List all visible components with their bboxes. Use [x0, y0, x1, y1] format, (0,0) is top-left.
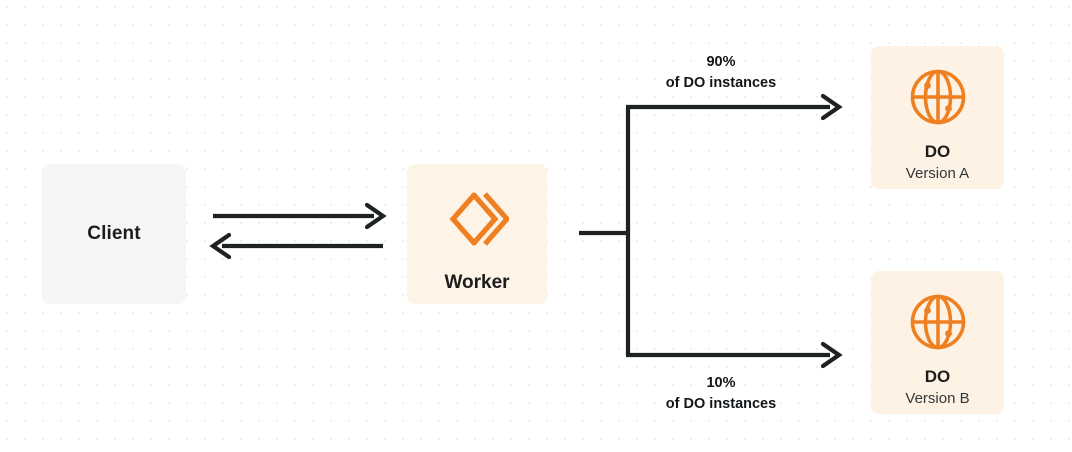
edge-label-do-b-percent: 10%: [706, 375, 736, 391]
globe-icon: [909, 68, 967, 126]
node-client-label: Client: [87, 223, 141, 244]
cloudflare-workers-icon: [445, 190, 511, 248]
node-worker-label: Worker: [444, 272, 510, 293]
node-client[interactable]: Client: [42, 164, 186, 304]
edge-label-do-a: 90% of DO instances: [625, 52, 817, 93]
node-do-version-a-label: DO: [924, 142, 951, 161]
edge-label-do-a-text: of DO instances: [665, 74, 777, 91]
node-worker[interactable]: Worker: [407, 164, 547, 304]
edge-label-do-b-text: of DO instances: [665, 395, 777, 412]
edge-label-do-a-percent: 90%: [706, 54, 736, 70]
node-do-version-b[interactable]: DO Version B: [871, 271, 1004, 414]
arrow-worker-to-do-a: [626, 93, 843, 121]
edge-label-do-b: 10% of DO instances: [625, 373, 817, 414]
globe-icon: [909, 293, 967, 351]
node-do-version-a-sublabel: Version A: [905, 164, 970, 182]
node-do-version-b-sublabel: Version B: [905, 389, 970, 407]
node-do-version-b-label: DO: [924, 367, 951, 386]
arrow-worker-to-do-b: [626, 341, 843, 369]
arrow-worker-to-client: [209, 232, 383, 260]
node-do-version-a[interactable]: DO Version A: [871, 46, 1004, 189]
arrow-client-to-worker: [213, 202, 387, 230]
connector-split-trunk: [579, 107, 631, 355]
